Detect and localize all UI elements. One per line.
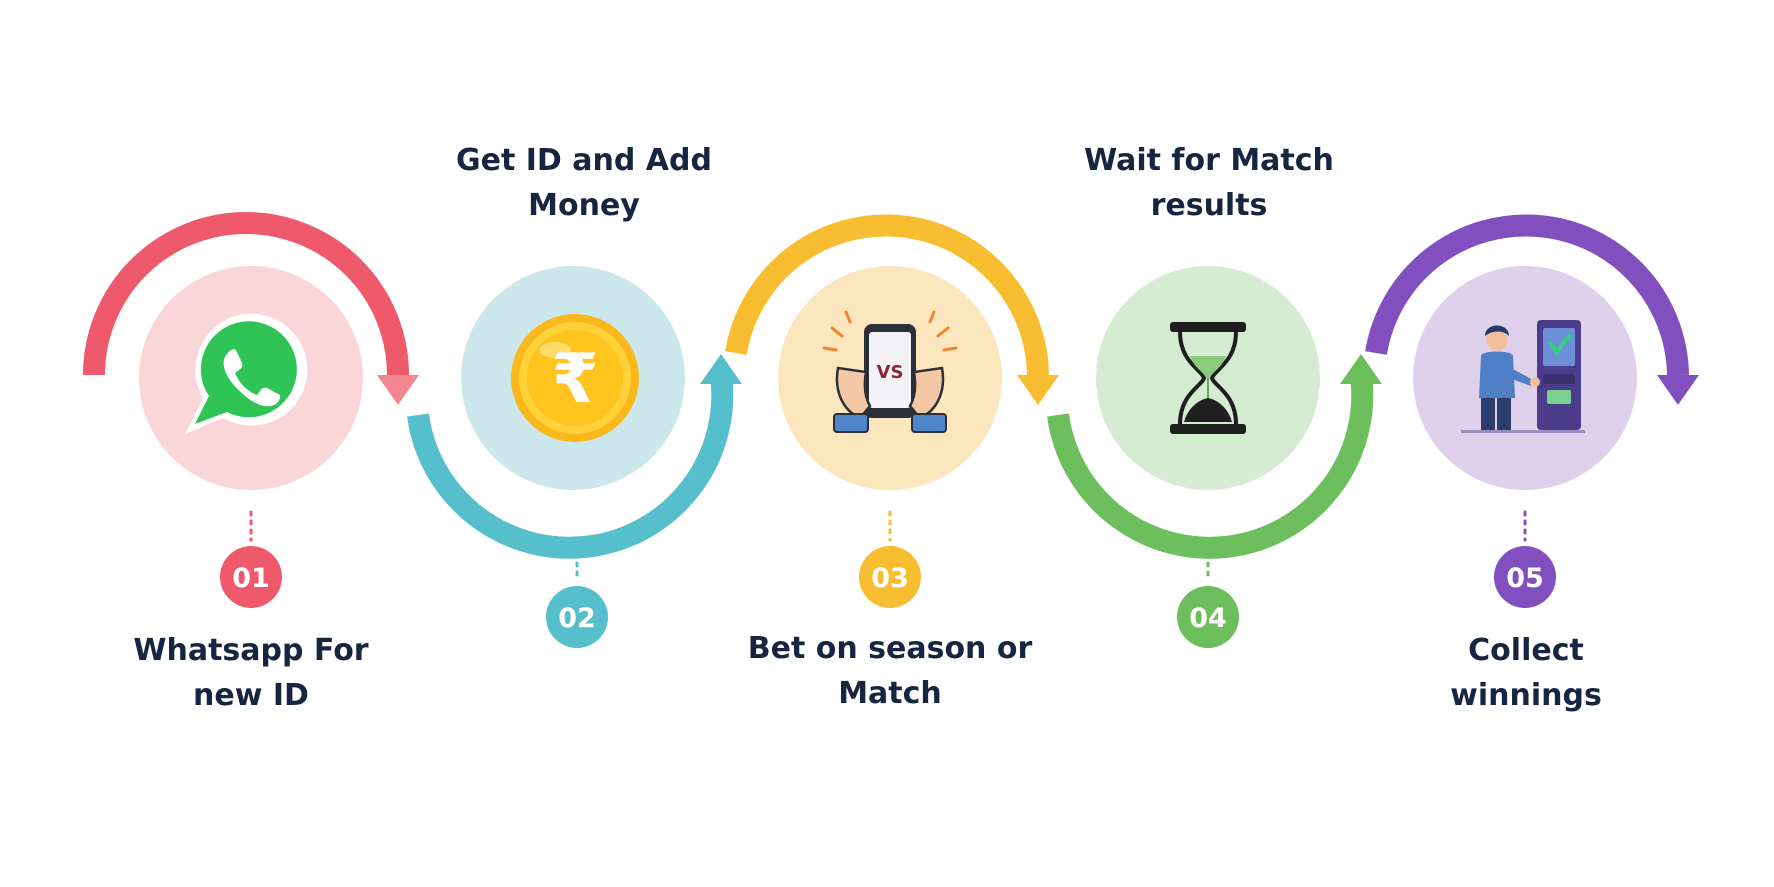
badge-circle-step-3 — [859, 546, 921, 608]
badge-number-step-5: 05 — [1506, 563, 1544, 594]
step-5-label-line1: Collect — [1468, 633, 1584, 668]
step-2-label-line1: Get ID and Add — [456, 143, 712, 178]
badge-step-5: 05 — [1494, 546, 1556, 608]
badge-number-step-1: 01 — [232, 563, 270, 594]
step-5-label: Collect winnings — [1366, 628, 1686, 718]
arrowhead-step-3 — [1017, 375, 1059, 405]
step-1-label-line1: Whatsapp For — [133, 633, 369, 668]
step-3-label: Bet on season or Match — [730, 626, 1050, 716]
step-3-label-line1: Bet on season or — [747, 631, 1033, 666]
badge-circle-step-1 — [220, 546, 282, 608]
badge-number-step-3: 03 — [871, 563, 909, 594]
number-badges: 01 02 03 04 05 — [220, 546, 1556, 648]
arrowhead-step-1 — [377, 375, 419, 405]
badge-step-3: 03 — [859, 546, 921, 608]
step-2-label: Get ID and Add Money — [424, 138, 744, 228]
arc-step-2 — [407, 373, 734, 559]
rupee-coin-icon: ₹ — [511, 314, 639, 442]
whatsapp-icon — [185, 313, 308, 434]
phone-vs-icon: VS — [822, 310, 958, 433]
badge-step-1: 01 — [220, 546, 282, 608]
step-4-label-line1: Wait for Match — [1084, 143, 1334, 178]
badge-step-2: 02 — [546, 586, 608, 648]
badge-circle-step-4 — [1177, 586, 1239, 648]
arc-step-1 — [83, 212, 409, 376]
step-1-label: Whatsapp For new ID — [91, 628, 411, 718]
flow-arrows — [83, 212, 1699, 559]
badge-circle-step-2 — [546, 586, 608, 648]
badge-number-step-2: 02 — [558, 603, 596, 634]
arrowhead-step-4 — [1340, 354, 1382, 384]
dotted-connectors — [249, 510, 1527, 582]
step-4-label-line2: results — [1150, 188, 1268, 223]
step-5-label-line2: winnings — [1450, 678, 1602, 713]
step-3-label-line2: Match — [838, 676, 942, 711]
atm-withdrawal-icon — [1461, 320, 1585, 433]
step-4-label: Wait for Match results — [1049, 138, 1369, 228]
vs-text: VS — [877, 362, 904, 383]
badge-number-step-4: 04 — [1189, 603, 1227, 634]
step-2-label-line2: Money — [528, 188, 640, 223]
hourglass-icon — [1170, 322, 1246, 434]
rupee-symbol: ₹ — [551, 340, 598, 419]
arc-step-4 — [1047, 373, 1374, 559]
badge-step-4: 04 — [1177, 586, 1239, 648]
arrowhead-step-5 — [1657, 375, 1699, 405]
arc-step-3 — [725, 214, 1049, 376]
badge-circle-step-5 — [1494, 546, 1556, 608]
arc-step-5 — [1365, 214, 1689, 376]
arrowhead-step-2 — [700, 354, 742, 384]
step-1-label-line2: new ID — [193, 678, 309, 713]
